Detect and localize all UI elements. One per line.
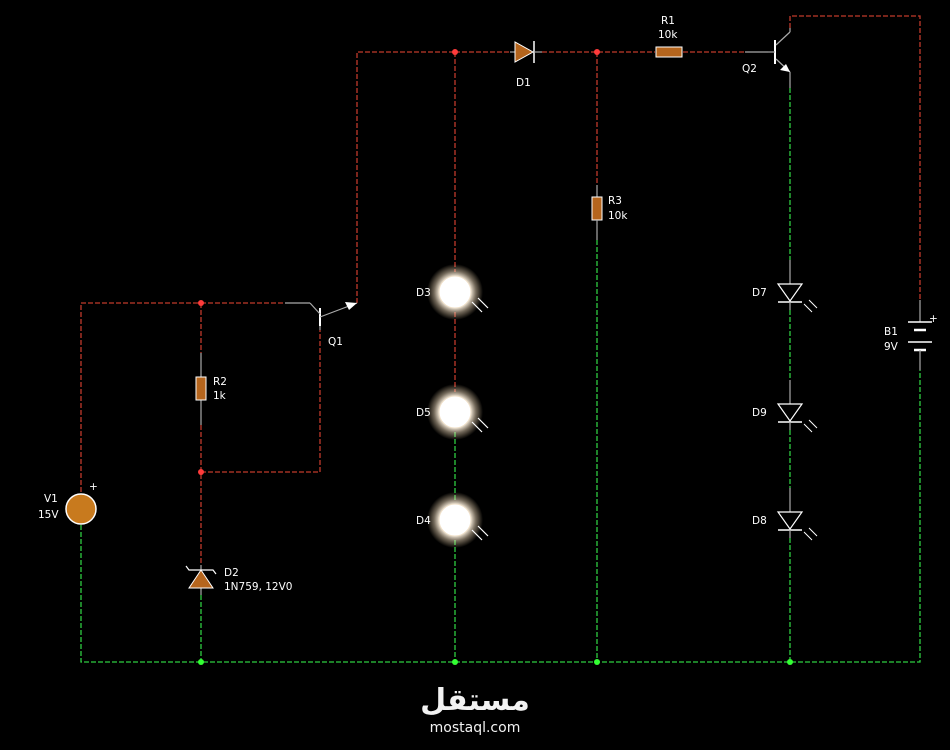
zener-diode-icon (188, 569, 214, 589)
r2-name: R2 (213, 376, 227, 388)
q1-name: Q1 (328, 336, 343, 348)
component-d1[interactable]: D1 (510, 41, 542, 89)
b1-value: 9V (884, 341, 899, 353)
wire-v1-top (80, 302, 201, 492)
junction-nodes (198, 49, 793, 665)
node-r2-top (198, 300, 204, 306)
v1-name: V1 (44, 493, 58, 505)
component-v1[interactable]: + V1 15V (38, 481, 98, 525)
transistor-arrow-icon (345, 302, 357, 310)
d7-name: D7 (752, 287, 767, 299)
live-wires (80, 15, 921, 565)
component-q2[interactable]: Q2 (742, 28, 791, 88)
light-emission-icon (803, 299, 818, 313)
d2-value: 1N759, 12V0 (224, 581, 292, 593)
wire-q1-collector (356, 51, 455, 303)
diode-icon (514, 41, 535, 63)
light-emission-icon (803, 419, 818, 433)
light-emission-icon (471, 417, 489, 433)
wire-ground-bus (80, 370, 921, 663)
r2-value: 1k (213, 390, 227, 402)
q2-name: Q2 (742, 63, 757, 75)
d4-name: D4 (416, 515, 431, 527)
component-r2[interactable]: R2 1k (195, 353, 227, 425)
light-emission-icon (471, 297, 489, 313)
led-off-icon (776, 403, 804, 423)
component-b1[interactable]: + B1 9V (884, 300, 938, 370)
d1-name: D1 (516, 77, 531, 89)
resistor-icon (591, 196, 603, 221)
component-d9[interactable]: D9 (752, 380, 818, 433)
r1-name: R1 (661, 15, 675, 27)
watermark-arabic: مستقل (420, 683, 530, 718)
node-ground-d8 (787, 659, 793, 665)
d8-name: D8 (752, 515, 767, 527)
resistor-icon (195, 376, 207, 401)
component-d4[interactable]: D4 (416, 492, 489, 548)
battery-icon (908, 321, 932, 352)
component-d5[interactable]: D5 (416, 384, 489, 440)
watermark: مستقل mostaql.com (420, 683, 530, 736)
component-r1[interactable]: R1 10k (655, 15, 683, 58)
node-d3-top (452, 49, 458, 55)
led-lit-icon (438, 395, 472, 429)
node-ground-r3 (594, 659, 600, 665)
watermark-latin: mostaql.com (430, 720, 521, 736)
led-off-icon (776, 283, 804, 303)
r3-value: 10k (608, 210, 628, 222)
light-emission-icon (803, 527, 818, 541)
transistor-arrow-icon (780, 64, 790, 72)
voltage-source-icon (65, 493, 97, 525)
b1-name: B1 (884, 326, 898, 338)
led-lit-icon (438, 275, 472, 309)
component-d3[interactable]: D3 (416, 264, 489, 320)
component-r3[interactable]: R3 10k (591, 185, 628, 240)
v1-value: 15V (38, 509, 59, 521)
component-d8[interactable]: D8 (752, 488, 818, 541)
v1-polarity: + (89, 481, 98, 493)
component-q1[interactable]: Q1 (285, 302, 358, 348)
component-d2[interactable]: D2 1N759, 12V0 (185, 565, 292, 595)
node-r3-top (594, 49, 600, 55)
led-lit-icon (438, 503, 472, 537)
d3-name: D3 (416, 287, 431, 299)
d5-name: D5 (416, 407, 431, 419)
r3-name: R3 (608, 195, 622, 207)
resistor-icon (655, 46, 683, 58)
b1-polarity: + (929, 313, 938, 325)
wire-q2-collector (789, 15, 921, 300)
led-off-icon (776, 511, 804, 531)
component-d7[interactable]: D7 (752, 260, 818, 313)
node-ground-d2 (198, 659, 204, 665)
r1-value: 10k (658, 29, 678, 41)
node-r2-bottom (198, 469, 204, 475)
d2-name: D2 (224, 567, 239, 579)
wire-q1-loop (201, 330, 321, 473)
light-emission-icon (471, 525, 489, 541)
d9-name: D9 (752, 407, 767, 419)
node-ground-d4 (452, 659, 458, 665)
ground-wires (80, 88, 921, 663)
